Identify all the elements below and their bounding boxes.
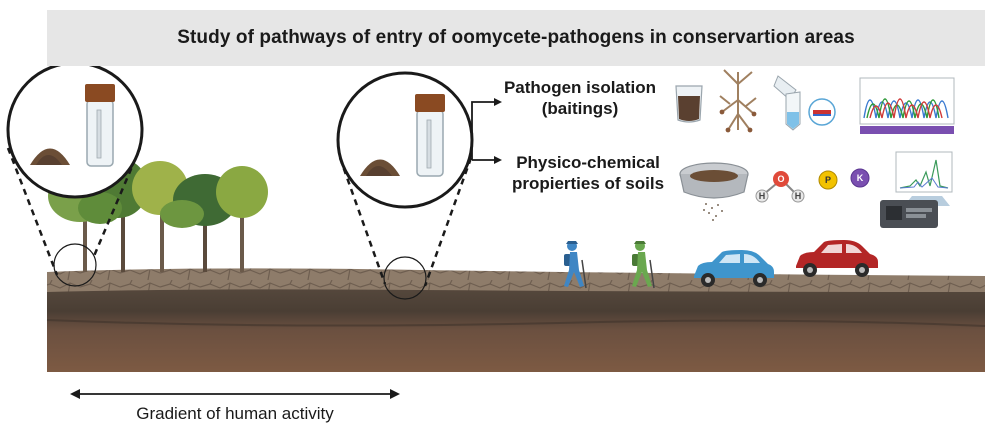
branch-arrows bbox=[471, 98, 502, 164]
page-title: Study of pathways of entry of oomycete-p… bbox=[177, 27, 855, 48]
hiker-blue-icon bbox=[564, 241, 587, 289]
phosphorus-label: P bbox=[825, 175, 831, 185]
human-activity-gradient-arrow bbox=[70, 389, 400, 399]
water-molecule-icon: O H H bbox=[755, 171, 805, 203]
red-car-icon bbox=[796, 240, 878, 277]
soil-sieve-icon bbox=[679, 162, 749, 221]
physico-chemical-line2: propierties of soils bbox=[511, 174, 665, 193]
spectrometer-instrument-icon bbox=[880, 151, 953, 228]
potassium-label: K bbox=[857, 173, 864, 183]
physico-chemical-label: Physico-chemical propierties of soils bbox=[500, 152, 676, 194]
pathogen-isolation-label: Pathogen isolation (baitings) bbox=[500, 77, 660, 119]
pcr-tube-icon bbox=[773, 75, 836, 131]
phosphorus-ion-icon: P bbox=[818, 170, 838, 190]
plant-roots-icon bbox=[719, 69, 757, 133]
hydrogen-right-label: H bbox=[795, 191, 802, 201]
hydrogen-left-label: H bbox=[759, 191, 766, 201]
soil-layers bbox=[46, 268, 986, 372]
oxygen-label: O bbox=[777, 174, 784, 184]
forest-trees bbox=[48, 158, 268, 272]
open-soil-magnifier bbox=[336, 71, 474, 300]
physico-chemical-line1: Physico-chemical bbox=[516, 153, 660, 172]
gradient-label: Gradient of human activity bbox=[136, 404, 334, 423]
potassium-ion-icon: K bbox=[850, 168, 870, 188]
sequencing-chromatogram-icon bbox=[859, 77, 955, 134]
pathogen-isolation-line2: (baitings) bbox=[541, 99, 619, 118]
pathogen-isolation-line1: Pathogen isolation bbox=[503, 78, 657, 97]
title-banner: Study of pathways of entry of oomycete-p… bbox=[47, 10, 985, 66]
hiker-green-icon bbox=[632, 241, 655, 289]
soil-beaker-icon bbox=[675, 85, 703, 123]
blue-car-icon bbox=[694, 250, 774, 287]
